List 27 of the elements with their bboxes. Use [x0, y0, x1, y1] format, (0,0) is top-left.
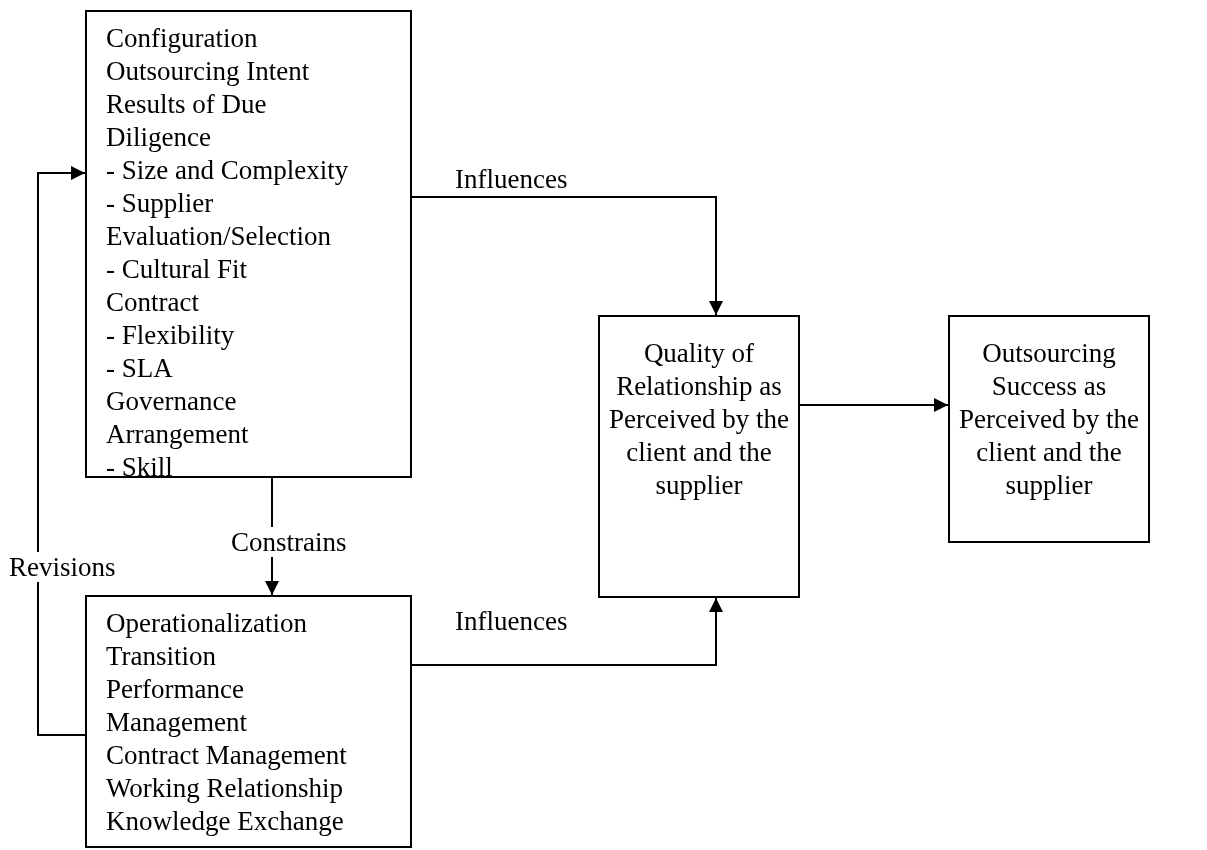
node-text: Transition: [106, 640, 218, 673]
node-text: Performance Management: [106, 673, 248, 739]
node-text: Outsourcing Success as Perceived by the client and the supplier: [958, 337, 1140, 502]
process-box: [85, 10, 412, 478]
arrow: [37, 166, 86, 736]
node-text: Results of Due Diligence: [106, 88, 268, 154]
node-text: - Skill: [106, 451, 174, 484]
node-text: Knowledge Exchange: [106, 805, 345, 838]
node-text: Configuration: [106, 22, 259, 55]
node-text: Contract Management: [106, 739, 348, 772]
node-text: - SLA: [106, 352, 174, 385]
node-text: - Size and Complexity: [106, 154, 350, 187]
process-box: [948, 315, 1150, 543]
node-text: Governance Arrangement: [106, 385, 250, 451]
node-text: - Cultural Fit: [106, 253, 248, 286]
node-text: - Flexibility: [106, 319, 236, 352]
arrow: [411, 597, 723, 666]
node-text: Contract: [106, 286, 200, 319]
node-text: Quality of Relationship as Perceived by the client and the supplier: [608, 337, 790, 502]
arrow: [411, 196, 723, 316]
node-text: Working Relationship: [106, 772, 345, 805]
process-box: [598, 315, 800, 598]
arrow: [799, 398, 949, 412]
node-text: - Supplier Evaluation/Selection: [106, 187, 332, 253]
node-text: Outsourcing Intent: [106, 55, 311, 88]
process-box: [85, 595, 412, 848]
node-text: Operationalization: [106, 607, 308, 640]
